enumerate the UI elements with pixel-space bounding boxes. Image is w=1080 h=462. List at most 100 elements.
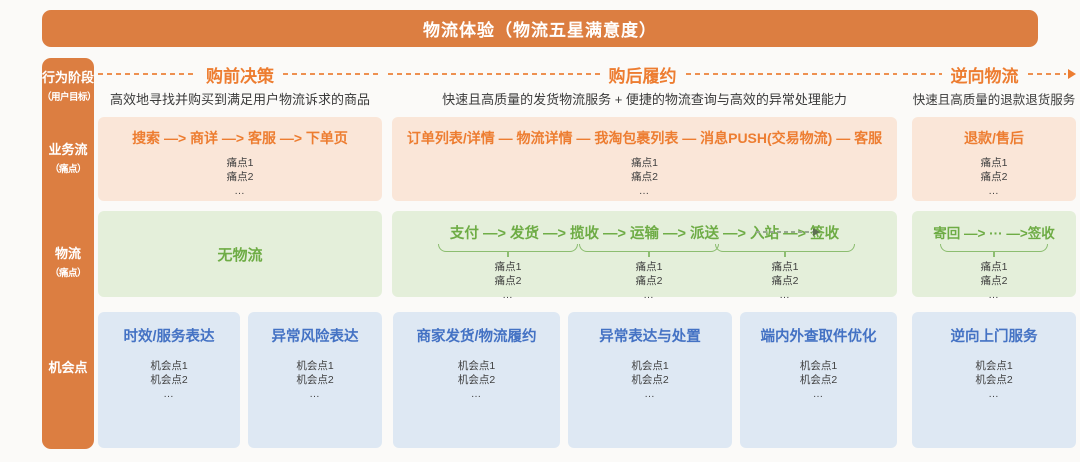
opportunity-row: 时效/服务表达 机会点1 机会点2 … 异常风险表达 机会点1 机会点2 … 商… (0, 312, 1080, 448)
opportunity-box-sla-expression: 时效/服务表达 机会点1 机会点2 … (98, 312, 240, 448)
opportunity-points: 机会点1 机会点2 … (912, 360, 1076, 402)
stage-goal: 高效地寻找并购买到满足用户物流诉求的商品 (109, 92, 370, 107)
pain-points: 痛点1 痛点2 … (924, 261, 1064, 303)
flow-steps: 订单列表/详情 — 物流详情 — 我淘包裹列表 — 消息PUSH(交易物流) —… (406, 130, 883, 146)
opportunity-item-more: … (309, 387, 321, 400)
sidebar-sublabel: （痛点） (49, 268, 87, 280)
pain-group-transport: 痛点1 痛点2 … (579, 244, 719, 303)
opportunity-item: 机会点1 (631, 360, 669, 372)
opportunity-points: 机会点1 机会点2 … (248, 360, 382, 402)
pain-points: 痛点1 痛点2 … (715, 261, 855, 303)
opportunity-item: 机会点1 (799, 360, 838, 372)
pain-item: 痛点1 (980, 261, 1008, 273)
stage-pre-purchase: 购前决策 (98, 63, 382, 86)
sidebar-row-business-flow: 业务流 （痛点） (42, 142, 94, 175)
dashed-line (1027, 73, 1066, 75)
pain-points: 痛点1 痛点2 … (392, 157, 897, 199)
pain-group-shipping: 痛点1 痛点2 … (438, 244, 578, 303)
underbrace-icon (940, 244, 1048, 257)
pain-item: 痛点2 (226, 170, 254, 183)
dashed-line (756, 231, 813, 233)
business-flow-box-pre-purchase: 搜索 —> 商详 —> 客服 —> 下单页 痛点1 痛点2 … (98, 117, 382, 201)
opportunity-item: 机会点1 (975, 360, 1013, 372)
opportunity-item: 机会点2 (631, 373, 669, 386)
stage-title: 逆向物流 (950, 66, 1019, 86)
right-arrow-icon (1068, 69, 1076, 79)
opportunity-title: 逆向上门服务 (950, 329, 1038, 345)
pain-item-more: … (643, 288, 655, 301)
page-title: 物流体验（物流五星满意度） (423, 21, 657, 40)
opportunity-box-exception-handling: 异常表达与处置 机会点1 机会点2 … (568, 312, 732, 448)
underbrace-icon (579, 244, 719, 257)
pain-item: 痛点2 (631, 170, 658, 183)
right-arrow-icon (813, 228, 820, 236)
sidebar-row-logistics: 物流 （痛点） (42, 246, 94, 279)
opportunity-points: 机会点1 机会点2 … (740, 360, 897, 402)
opportunity-points: 机会点1 机会点2 … (98, 360, 240, 402)
opportunity-item-more: … (988, 387, 1000, 400)
pain-item-more: … (234, 184, 246, 197)
opportunity-title: 异常表达与处置 (599, 329, 701, 345)
pain-group-return: 痛点1 痛点2 … (924, 244, 1064, 303)
pain-item-more: … (638, 184, 651, 197)
pain-item: 痛点1 (494, 261, 522, 273)
logistics-box-return: 寄回 —> ··· —>签收 痛点1 痛点2 … (912, 211, 1076, 301)
opportunity-points: 机会点1 机会点2 … (393, 360, 560, 402)
opportunity-item-more: … (644, 387, 656, 400)
stage-title: 购后履约 (608, 66, 677, 86)
opportunity-box-risk-expression: 异常风险表达 机会点1 机会点2 … (248, 312, 382, 448)
pain-item-more: … (988, 184, 1000, 197)
opportunity-box-reverse-door-service: 逆向上门服务 机会点1 机会点2 … (912, 312, 1076, 448)
stage-reverse-logistics: 逆向物流 (903, 63, 1076, 86)
underbrace-icon (438, 244, 578, 257)
opportunity-title: 时效/服务表达 (123, 329, 215, 345)
sidebar-label: 行为阶段 (42, 70, 95, 85)
sidebar-row-behavior-stage: 行为阶段 （用户目标） (42, 70, 97, 104)
pain-item: 痛点2 (635, 274, 663, 287)
underbrace-icon (715, 244, 855, 257)
sidebar-label: 机会点 (48, 360, 88, 375)
stage-goal: 快速且高质量的发货物流服务 + 便捷的物流查询与高效的异常处理能力 (442, 92, 847, 107)
no-logistics-label: 无物流 (217, 246, 263, 264)
opportunity-title: 异常风险表达 (271, 329, 359, 345)
pain-item: 痛点2 (771, 274, 799, 287)
opportunity-item-more: … (470, 387, 483, 400)
stage-title: 购前决策 (206, 66, 274, 86)
pain-points: 痛点1 痛点2 … (912, 157, 1076, 199)
dashed-line (903, 73, 942, 75)
pain-item-more: … (988, 288, 1000, 301)
opportunity-item: 机会点2 (296, 373, 334, 386)
logistics-box-forward: 支付 —> 发货 —> 揽收 —> 运输 —> 派送 —> 入站 —> 签收 痛… (392, 211, 897, 301)
opportunity-item: 机会点2 (150, 373, 188, 386)
sidebar-row-opportunities: 机会点 (42, 360, 94, 376)
sidebar-sublabel: （用户目标） (42, 92, 97, 104)
stage-post-purchase: 购后履约 (388, 63, 897, 86)
row-labels-sidebar: 行为阶段 （用户目标） 业务流 （痛点） 物流 （痛点） 机会点 (42, 58, 97, 449)
pain-points: 痛点1 痛点2 … (438, 261, 578, 303)
opportunity-item-more: … (163, 387, 175, 400)
pain-item-more: … (779, 288, 791, 301)
business-flow-box-refund: 退款/售后 痛点1 痛点2 … (912, 117, 1076, 201)
logistics-box-none: 无物流 (98, 211, 382, 297)
dashed-line (283, 73, 382, 75)
pain-item: 痛点2 (980, 274, 1008, 287)
sidebar-label: 业务流 (48, 142, 88, 157)
pain-item: 痛点1 (226, 157, 254, 169)
flow-steps: 搜索 —> 商详 —> 客服 —> 下单页 (132, 130, 348, 146)
dashed-line (388, 73, 600, 75)
opportunity-box-pickup-optimization: 端内外查取件优化 机会点1 机会点2 … (740, 312, 897, 448)
opportunity-item: 机会点1 (457, 360, 496, 372)
business-flow-box-post-purchase: 订单列表/详情 — 物流详情 — 我淘包裹列表 — 消息PUSH(交易物流) —… (392, 117, 897, 201)
opportunity-item: 机会点2 (975, 373, 1013, 386)
business-flow-row: 搜索 —> 商详 —> 客服 —> 下单页 痛点1 痛点2 … 订单列表/详情 … (0, 117, 1080, 201)
opportunity-item: 机会点1 (296, 360, 334, 372)
pain-points: 痛点1 痛点2 … (98, 157, 382, 199)
sidebar-label: 物流 (54, 246, 81, 261)
pain-item-more: … (502, 288, 514, 301)
opportunity-item: 机会点2 (457, 373, 496, 386)
opportunity-box-merchant-fulfillment: 商家发货/物流履约 机会点1 机会点2 … (393, 312, 560, 448)
pain-group-delivery: 痛点1 痛点2 … (715, 244, 855, 303)
pain-item: 痛点2 (980, 170, 1008, 183)
pain-item: 痛点1 (980, 157, 1008, 169)
